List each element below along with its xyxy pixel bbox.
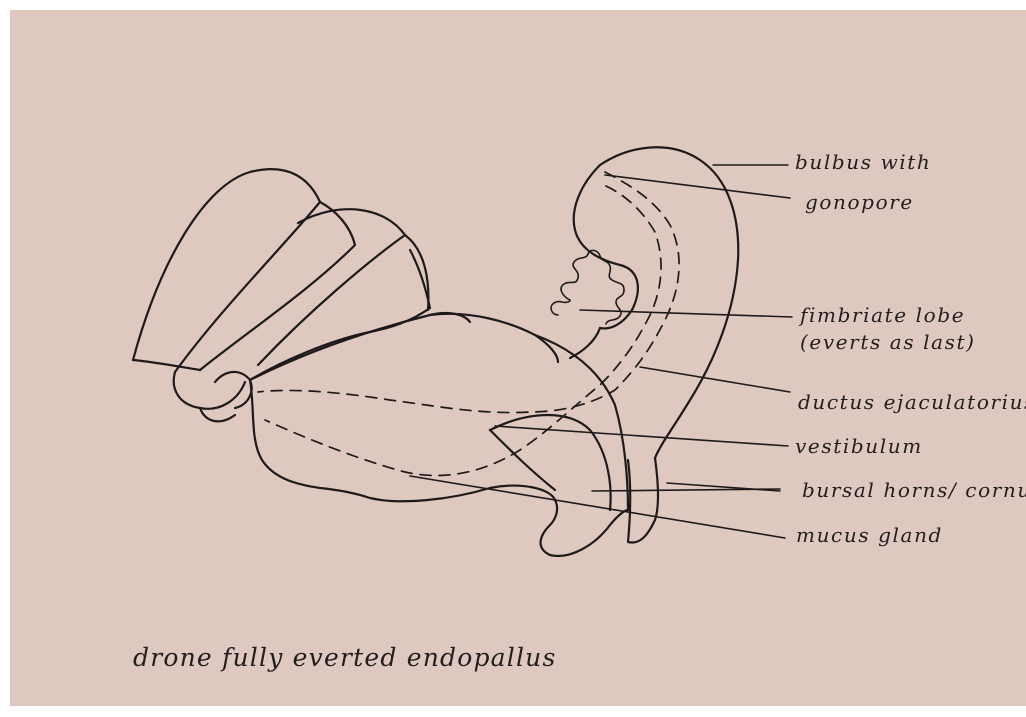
label-fimbriate-line1: fimbriate lobe: [800, 303, 965, 327]
caption: drone fully everted endopallus: [133, 643, 557, 672]
ductus-dashed: [258, 172, 679, 476]
label-ductus: ductus ejaculatorius: [798, 390, 1026, 414]
bulbus: [570, 147, 738, 458]
label-vestibulum: vestibulum: [795, 434, 923, 458]
label-fimbriate-line2: (everts as last): [800, 330, 976, 354]
left-plates: [133, 169, 430, 421]
label-bursal: bursal horns/ cornua: [802, 478, 1026, 502]
main-body: [250, 313, 628, 556]
label-bulbus-line2: gonopore: [805, 190, 914, 214]
label-mucus: mucus gland: [796, 523, 943, 547]
endophallus-drawing: [10, 10, 1026, 706]
fimbriate-lobe: [551, 250, 624, 324]
bursal-horn: [628, 458, 658, 543]
label-bulbus-line1: bulbus with: [795, 150, 931, 174]
paper-sheet: bulbus with gonopore fimbriate lobe (eve…: [10, 10, 1026, 706]
